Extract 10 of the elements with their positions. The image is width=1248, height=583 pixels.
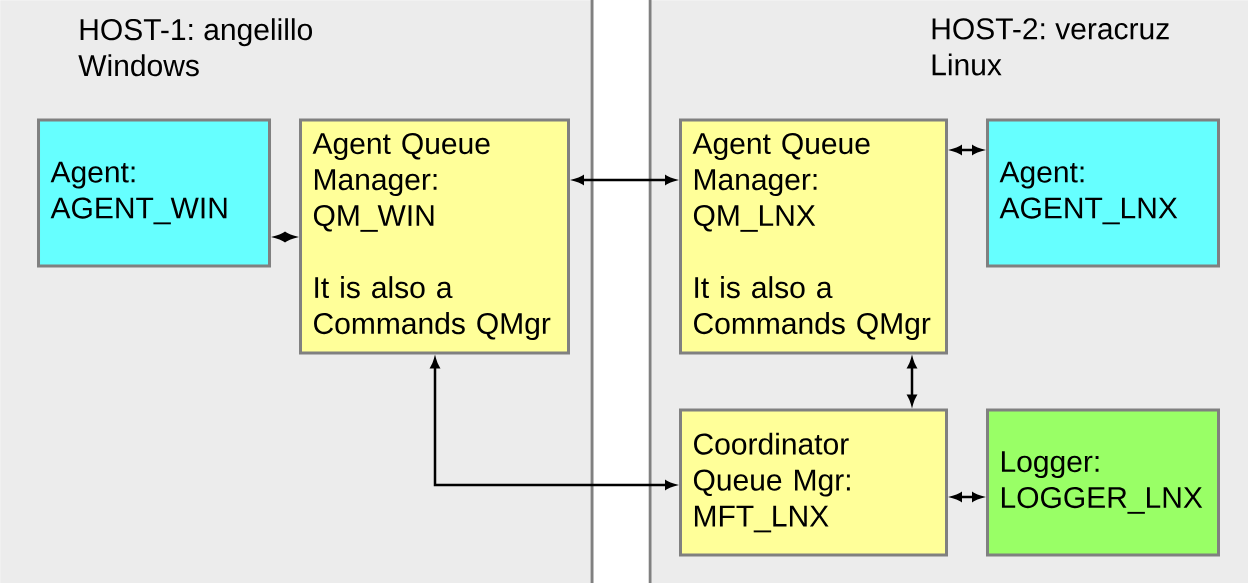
- agent-box: Agent: AGENT_LNX: [986, 118, 1220, 268]
- arrow: [951, 145, 983, 155]
- queue-manager-box: Agent Queue Manager: QM_LNX It is also a Commands QMgr: [679, 118, 948, 355]
- queue-manager-box: Agent Queue Manager: QM_WIN It is also a Commands QMgr: [299, 118, 570, 355]
- queue-manager-box: Coordinator Queue Mgr: MFT_LNX: [679, 408, 948, 557]
- arrow: [951, 492, 983, 502]
- logger-box: Logger: LOGGER_LNX: [986, 408, 1220, 557]
- arrow: [274, 232, 296, 242]
- agent-box: Agent: AGENT_WIN: [37, 118, 271, 268]
- arrow: [573, 175, 676, 185]
